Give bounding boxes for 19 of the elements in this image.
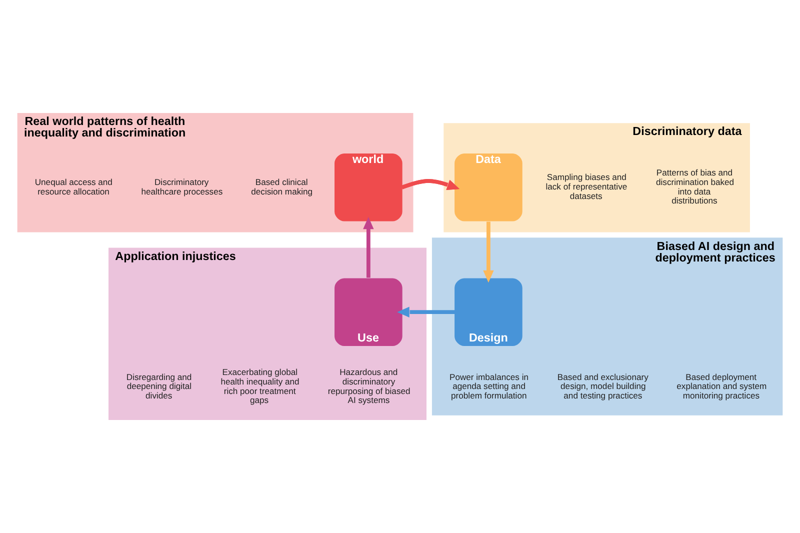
node-text: Patterns of bias and discrimination baked into data distributions bbox=[656, 168, 734, 206]
arrow bbox=[363, 216, 374, 278]
node-text: Power imbalances in agenda setting and problem formulation bbox=[449, 372, 529, 400]
node-text: Based and exclusionary design, model building and testing practices bbox=[557, 372, 648, 400]
node-text: Based clinical decision making bbox=[251, 176, 313, 196]
node-box: Use bbox=[334, 278, 402, 346]
node-text: Exacerbating global health inequality and rich poor treatment gaps bbox=[220, 367, 300, 406]
node-text: Disregarding and deepening digital divides bbox=[126, 372, 192, 400]
arrow bbox=[483, 222, 494, 283]
node-text: Hazardous and discriminatory repurposing of biased AI systems bbox=[328, 367, 410, 406]
node-text: Unequal access and resource allocation bbox=[34, 176, 112, 196]
arrow bbox=[397, 306, 455, 318]
node-text: Sampling biases and lack of representative datasets bbox=[546, 172, 628, 201]
node-box: world bbox=[334, 154, 402, 222]
node-box: Data bbox=[454, 154, 522, 222]
arrow bbox=[401, 179, 460, 190]
node-text: Based deployment explanation and system monitoring practices bbox=[676, 372, 767, 400]
node-box: Design bbox=[454, 278, 522, 346]
node-text: Discriminatory healthcare processes bbox=[141, 176, 223, 196]
